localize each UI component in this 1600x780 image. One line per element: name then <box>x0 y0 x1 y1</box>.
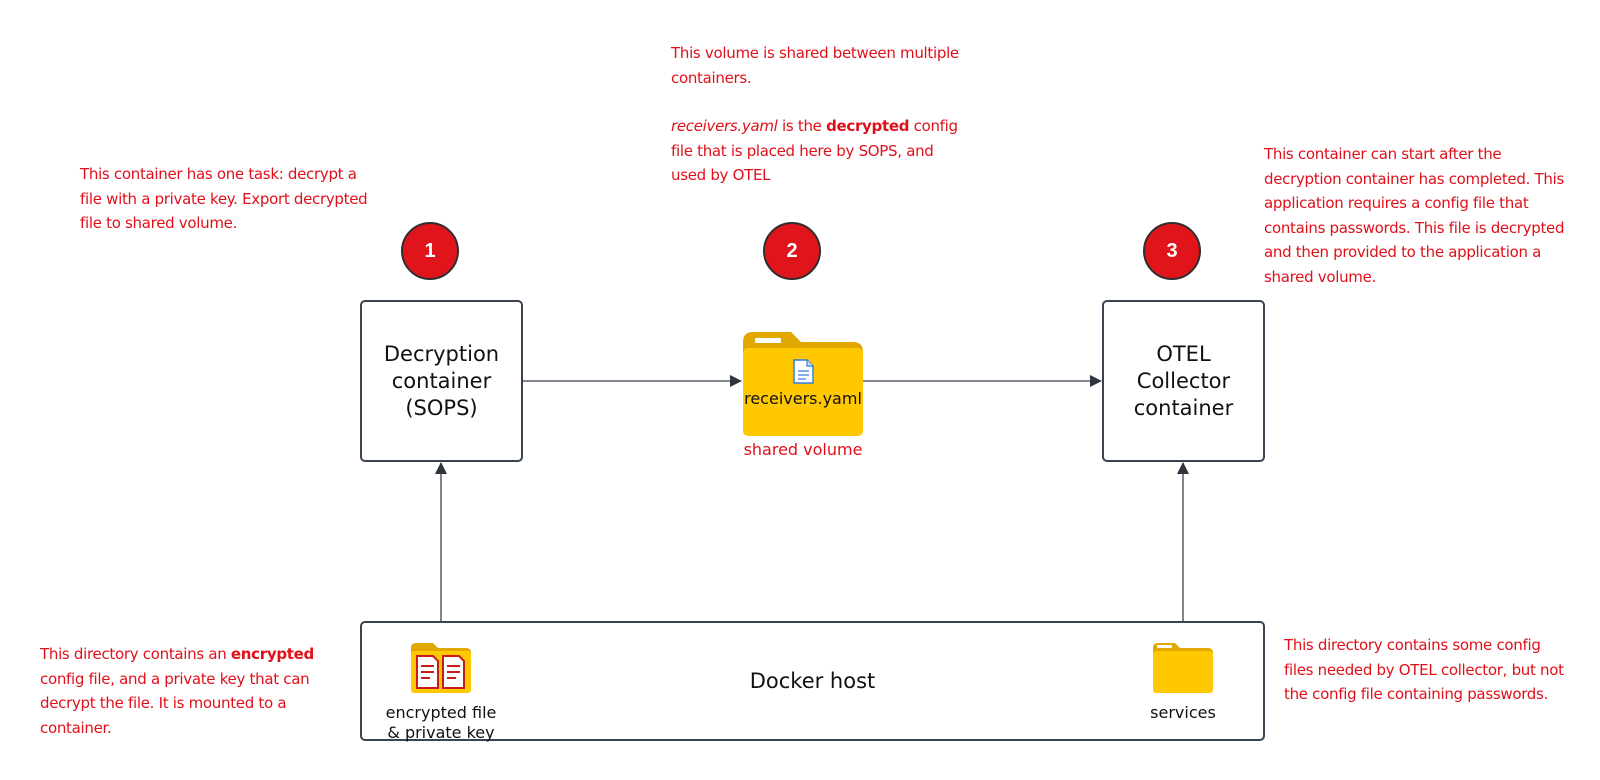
private-key-document-icon <box>442 655 465 689</box>
encrypted-document-icon <box>416 655 439 689</box>
docker-host-label: Docker host <box>749 668 876 693</box>
encrypted-folder-icon[interactable] <box>409 642 473 694</box>
volume-note: This volume is shared between multiple c… <box>671 41 961 188</box>
step-badge-2: 2 <box>763 222 821 280</box>
services-folder-label: services <box>1150 703 1216 722</box>
volume-note-line1: This volume is shared between multiple c… <box>671 44 959 87</box>
otel-note: This container can start after the decry… <box>1264 145 1565 286</box>
shared-volume-folder-icon[interactable] <box>741 330 865 438</box>
document-icon <box>793 359 814 384</box>
step-badge-1: 1 <box>401 222 459 280</box>
volume-note-line2: receivers.yaml is the decrypted config f… <box>671 117 958 184</box>
decryption-box-line1: Decryption <box>383 341 500 366</box>
otel-box-line2: Collector <box>1136 368 1231 393</box>
otel-box-line1: OTEL <box>1156 341 1211 366</box>
encrypted-folder-label: encrypted file & private key <box>385 703 497 742</box>
decryption-note: This container has one task: decrypt a f… <box>80 165 368 232</box>
decryption-box-line2: container <box>391 368 492 393</box>
services-directory-note: This directory contains some config file… <box>1284 636 1564 703</box>
otel-box-line3: container <box>1133 395 1234 420</box>
services-folder-icon[interactable] <box>1151 642 1215 694</box>
otel-collector-container-box[interactable]: OTEL Collector container <box>1102 300 1265 462</box>
shared-volume-caption: shared volume <box>743 440 863 459</box>
encrypted-directory-note: This directory contains an encrypted con… <box>40 645 314 737</box>
volume-file-label: receivers.yaml <box>744 389 862 408</box>
decryption-container-box[interactable]: Decryption container (SOPS) <box>360 300 523 462</box>
step-badge-3: 3 <box>1143 222 1201 280</box>
decryption-box-line3: (SOPS) <box>405 395 478 420</box>
docker-host-box[interactable]: Docker host <box>360 621 1265 741</box>
